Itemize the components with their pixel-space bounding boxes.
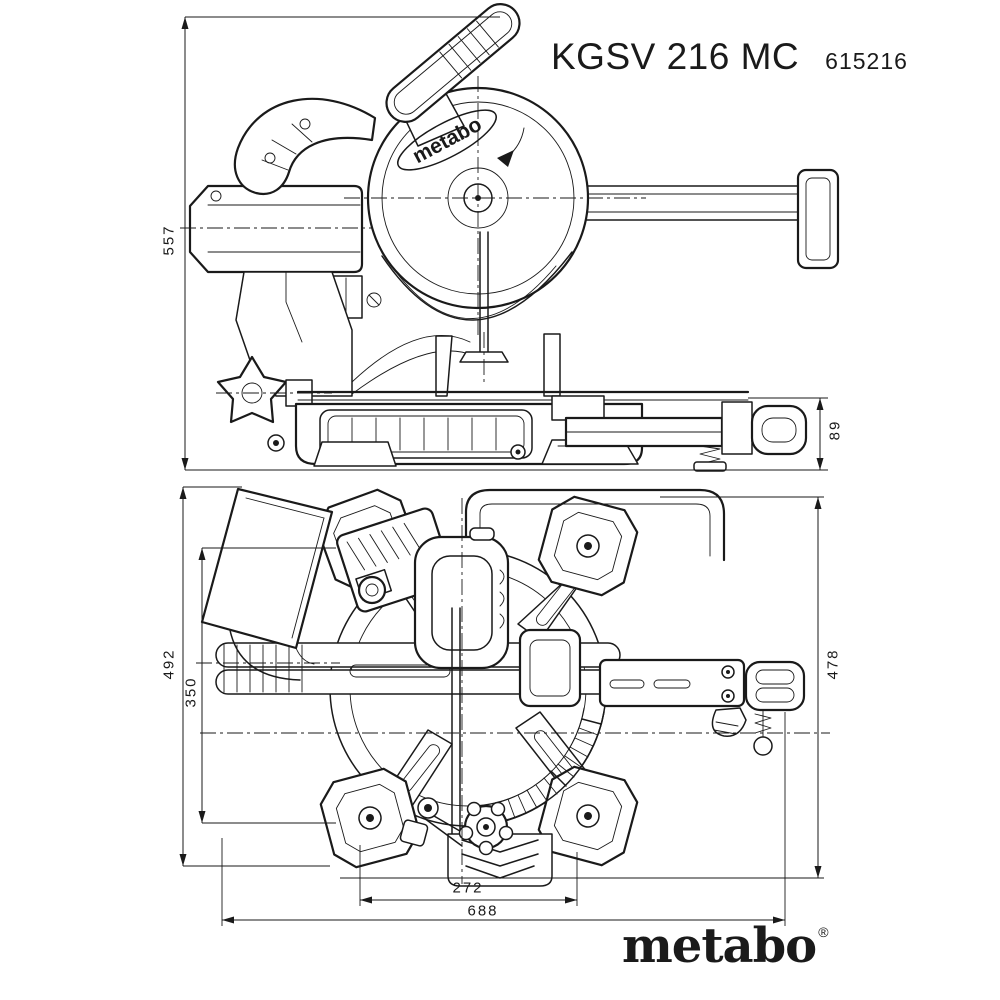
adjust-knob	[357, 575, 387, 605]
foot-pad	[313, 441, 397, 467]
motor-housing	[188, 184, 364, 274]
dimension-label-557: 557	[160, 224, 178, 256]
small-knob	[399, 819, 429, 847]
bevel-pivot-housing	[235, 271, 353, 397]
bevel-lock-knob	[216, 355, 288, 424]
rail-rear-bracket	[796, 168, 840, 270]
title-block: KGSV 216 MC 615216	[551, 36, 908, 78]
transport-knob-top	[744, 660, 806, 712]
main-handle	[385, 3, 521, 123]
foot-pad	[537, 765, 639, 867]
leveling-foot	[693, 461, 727, 472]
brand-logo: metabo ®	[622, 922, 829, 970]
dimension-lines	[179, 16, 828, 926]
lock-lever	[711, 707, 747, 737]
dimension-label-492: 492	[160, 648, 178, 680]
dimension-label-688: 688	[467, 902, 499, 920]
table-lock-wheel	[458, 801, 514, 856]
carry-handle	[233, 97, 377, 196]
side-view-drawing: metabo	[180, 3, 840, 472]
dust-chute	[200, 487, 334, 650]
grip-handle-top	[413, 535, 510, 670]
transport-knob	[750, 404, 808, 456]
top-view-drawing	[196, 487, 830, 887]
dimension-label-272: 272	[452, 879, 484, 897]
foot-pad	[537, 495, 639, 597]
metabo-logo-text: metabo	[622, 918, 817, 974]
carry-handle-top	[464, 488, 726, 568]
depth-stop	[459, 351, 509, 363]
article-number: 615216	[825, 48, 908, 74]
registered-trademark-icon: ®	[818, 924, 829, 940]
model-name: KGSV 216 MC	[551, 36, 800, 77]
dimension-label-350: 350	[182, 676, 200, 708]
dimension-label-478: 478	[824, 648, 842, 680]
dimension-label-89: 89	[826, 419, 844, 441]
fence-side	[435, 335, 453, 397]
rail-bar	[598, 658, 746, 708]
spring	[699, 445, 721, 465]
foot-pad	[319, 767, 421, 869]
